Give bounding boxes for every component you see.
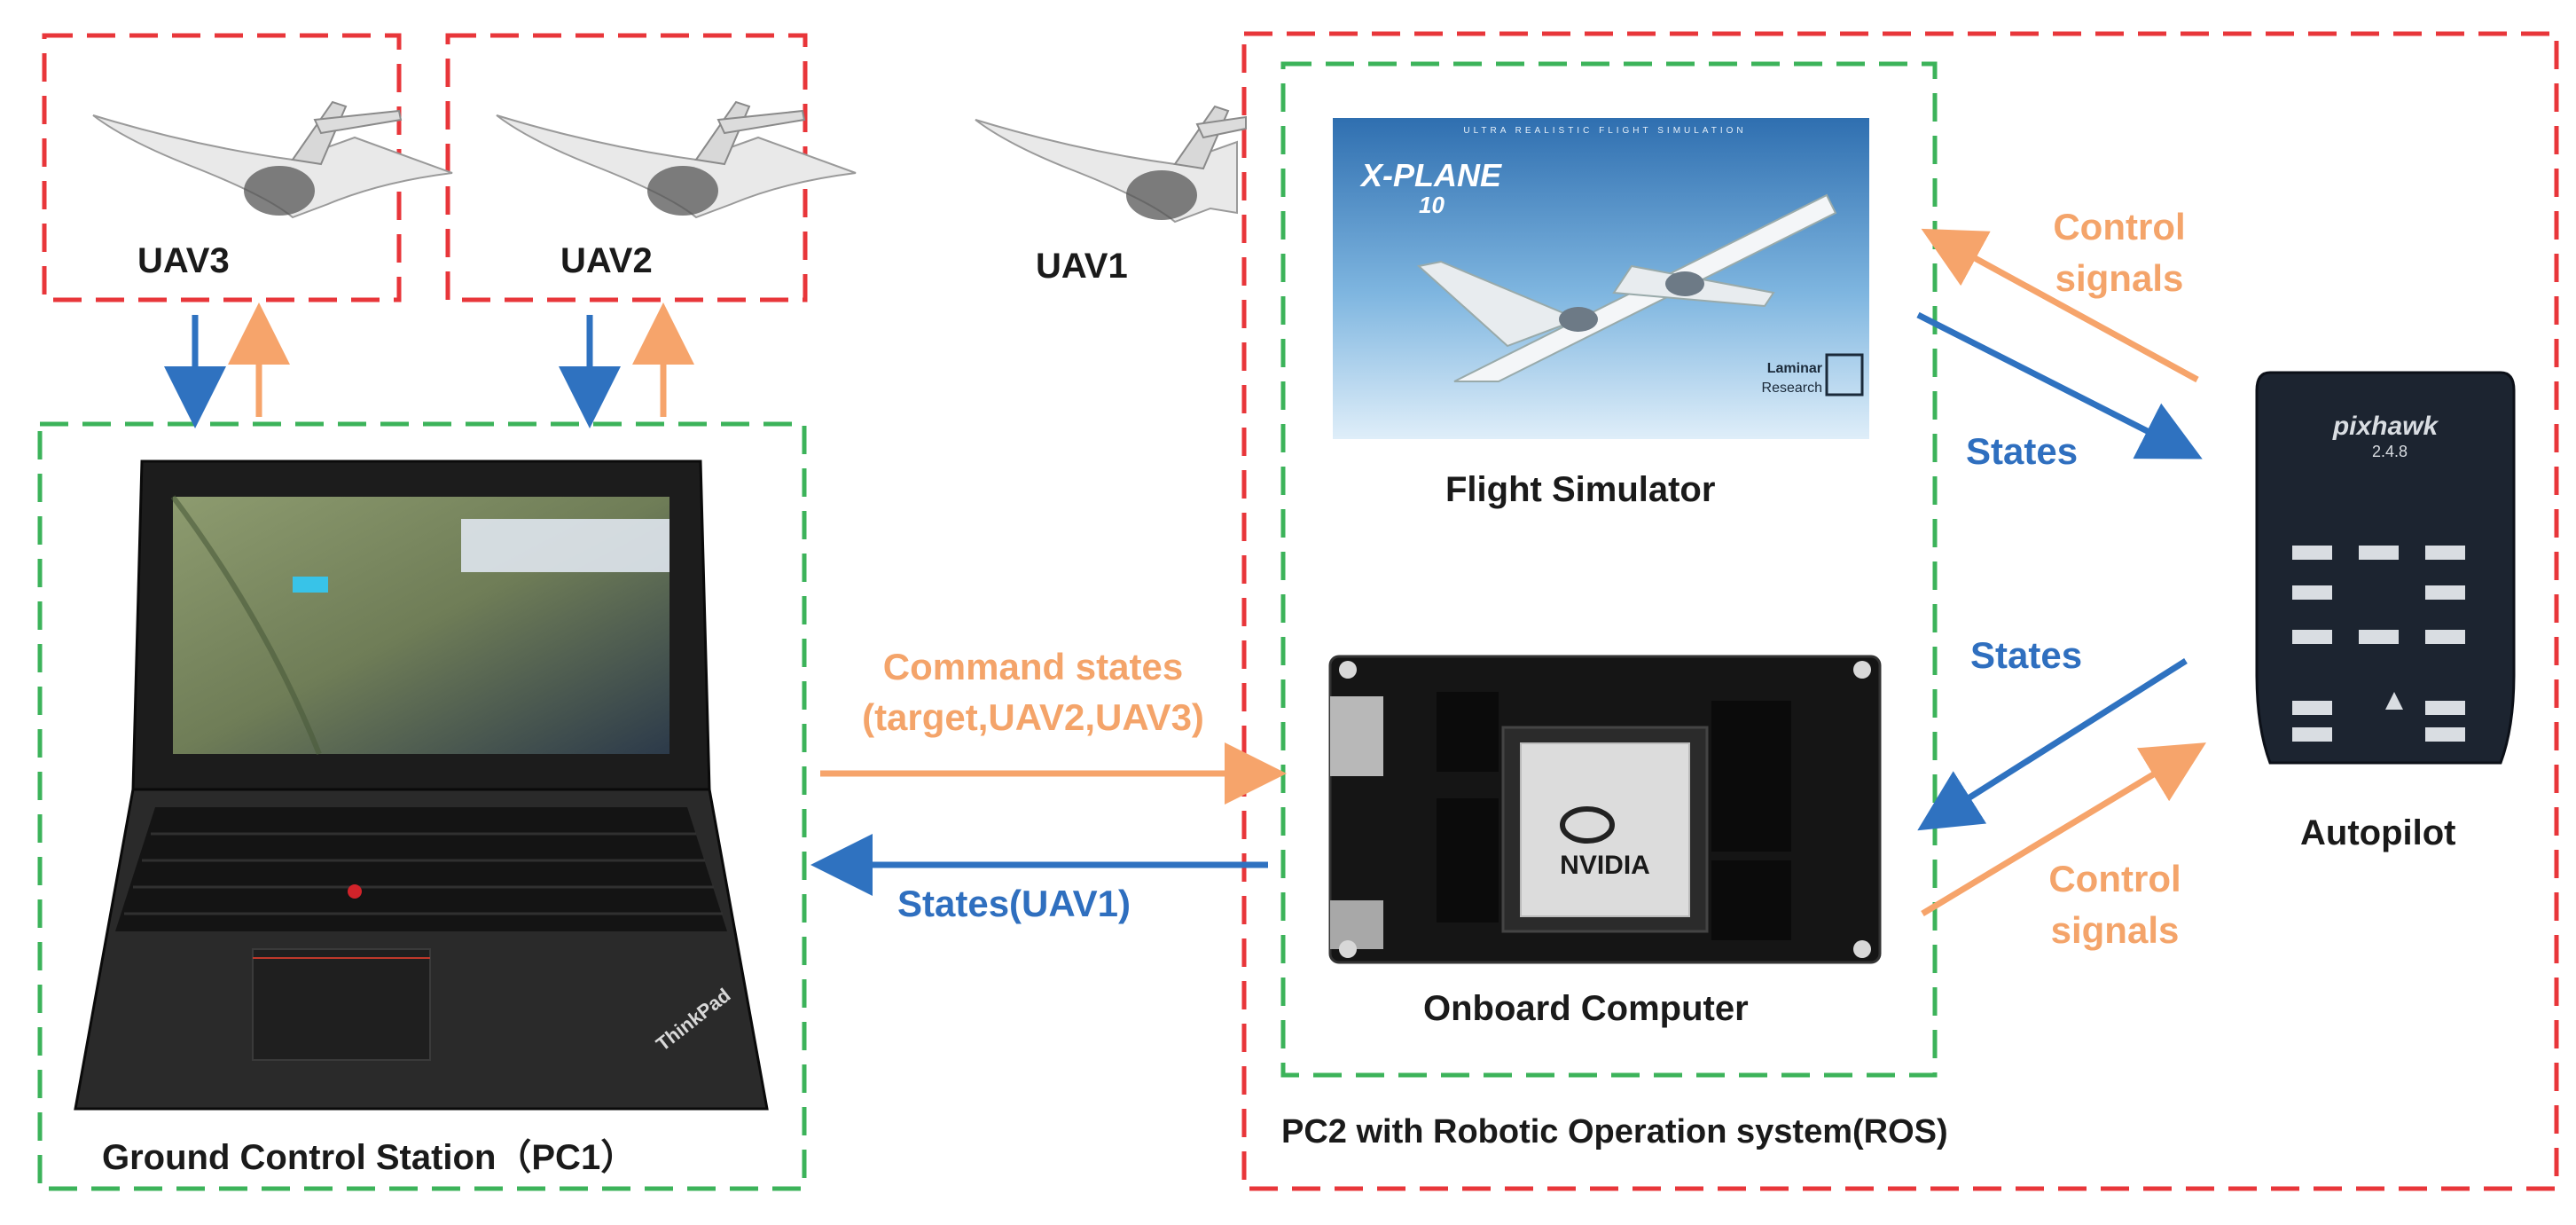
xplane-tagline: ULTRA REALISTIC FLIGHT SIMULATION (1463, 126, 1746, 136)
control-signals-bottom-line2: signals (2050, 909, 2180, 951)
uav2-plane-icon (496, 100, 857, 219)
autopilot-label: Autopilot (2300, 813, 2456, 852)
states-bottom-label: States (1970, 634, 2083, 676)
nvidia-board-image (1328, 655, 1882, 964)
onboard-computer-label: Onboard Computer (1423, 989, 1749, 1028)
pixhawk-version-text: 2.4.8 (2372, 443, 2408, 460)
xplane-version: 10 (1419, 192, 1445, 218)
nvidia-logo-text: NVIDIA (1560, 851, 1650, 880)
pc2-frame (1241, 31, 2559, 1191)
control-signals-bottom-line1: Control (2048, 858, 2181, 899)
states-top-arrow (1916, 311, 2203, 459)
control-signals-top-line2: signals (2055, 257, 2184, 299)
uav1-label: UAV1 (1036, 247, 1128, 286)
states-uav1-label: States(UAV1) (897, 883, 1131, 924)
control-signals-bottom-arrow (1921, 742, 2206, 916)
uav3-label: UAV3 (137, 241, 230, 280)
laminar-text-1: Laminar (1767, 361, 1822, 376)
flight-simulator-label: Flight Simulator (1445, 470, 1716, 509)
control-signals-top-line1: Control (2053, 206, 2186, 247)
ros-frame (1280, 61, 1938, 1078)
pixhawk-logo-text: pixhawk (2332, 412, 2439, 441)
uav1-plane-icon (975, 105, 1247, 224)
pixhawk-image (2255, 371, 2516, 765)
control-signals-top-arrow (1921, 228, 2199, 383)
gcs-label: Ground Control Station（PC1） (102, 1138, 637, 1177)
uav3-plane-icon (92, 100, 453, 219)
pc2-label: PC2 with Robotic Operation system(ROS) (1281, 1113, 1948, 1150)
laminar-text-2: Research (1762, 381, 1822, 396)
states-bottom-arrow (1917, 658, 2188, 831)
command-states-label-line2: (target,UAV2,UAV3) (862, 696, 1204, 738)
command-states-label-line1: Command states (882, 646, 1184, 687)
xplane-screenshot (1333, 118, 1869, 439)
xplane-logo: X-PLANE (1359, 157, 1502, 193)
laptop-image (74, 459, 769, 1111)
laptop-touchpad (252, 948, 431, 1061)
states-top-label: States (1966, 430, 2079, 472)
uav2-label: UAV2 (560, 241, 653, 280)
